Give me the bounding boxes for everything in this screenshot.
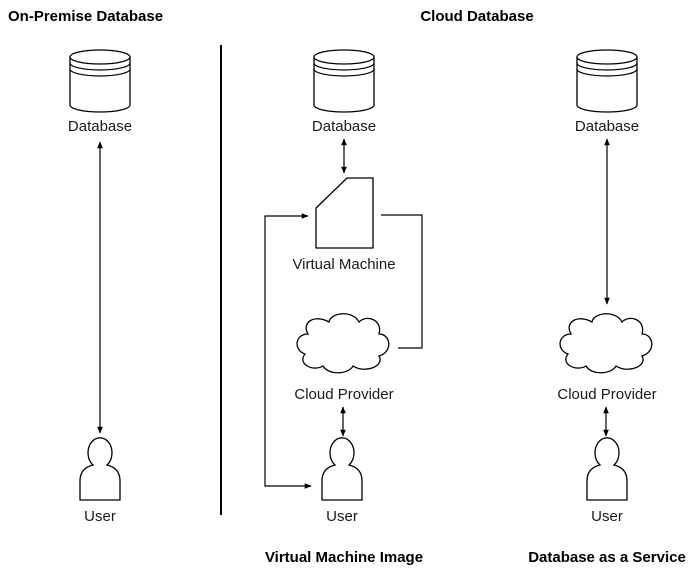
- dbaas-cloud-provider-label: Cloud Provider: [557, 386, 656, 403]
- dbaas-user-label: User: [591, 508, 623, 525]
- cloud-icon: [559, 313, 653, 374]
- virtual-machine-card-icon: [315, 177, 374, 249]
- database-cylinder-icon: [313, 49, 375, 113]
- on-premise-database-label: Database: [68, 118, 132, 135]
- on-premise-user-label: User: [84, 508, 116, 525]
- vm-user-label: User: [326, 508, 358, 525]
- user-person-icon: [321, 437, 363, 501]
- database-cylinder-icon: [69, 49, 131, 113]
- on-premise-title: On-Premise Database: [8, 8, 163, 25]
- user-person-icon: [586, 437, 628, 501]
- dbaas-database-label: Database: [575, 118, 639, 135]
- virtual-machine-label: Virtual Machine: [292, 256, 395, 273]
- user-vm-connector: [264, 213, 312, 489]
- vm-database-label: Database: [312, 118, 376, 135]
- vm-cloud-provider-label: Cloud Provider: [294, 386, 393, 403]
- dbaas-caption: Database as a Service: [528, 549, 686, 566]
- vm-cloud-connector: [381, 214, 423, 349]
- database-cylinder-icon: [576, 49, 638, 113]
- vm-image-caption: Virtual Machine Image: [265, 549, 423, 566]
- user-person-icon: [79, 437, 121, 501]
- cloud-icon: [296, 313, 390, 374]
- cloud-database-title: Cloud Database: [420, 8, 533, 25]
